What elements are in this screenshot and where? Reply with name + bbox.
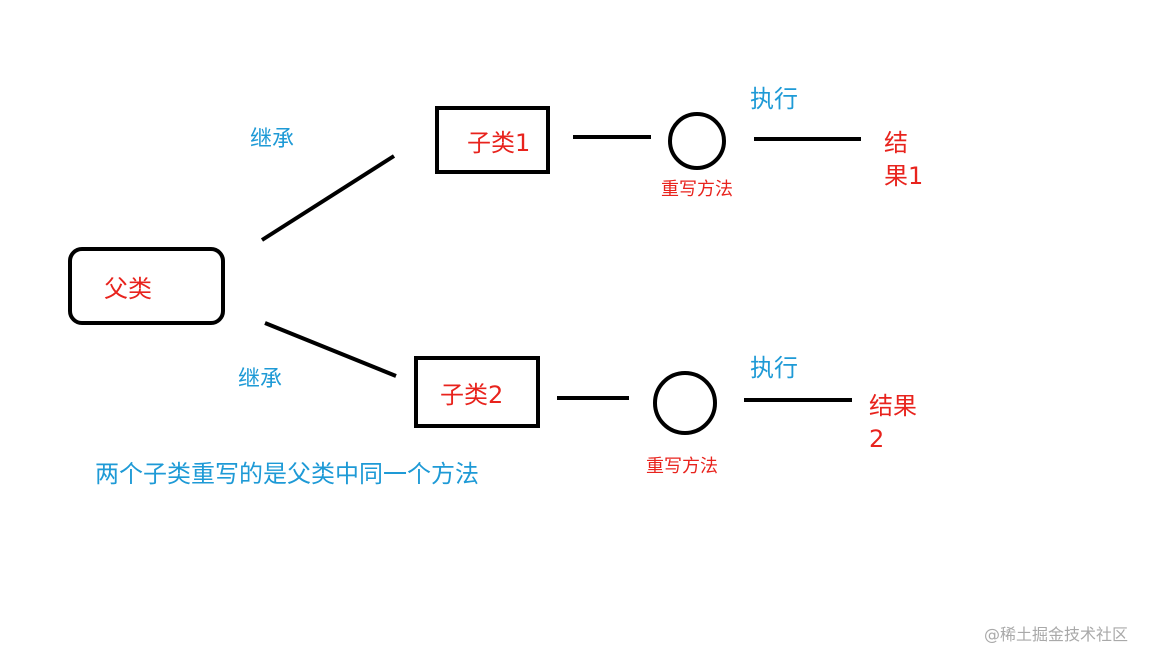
result-2-line-2: 2 bbox=[869, 425, 885, 453]
execute-label-bottom: 执行 bbox=[750, 354, 798, 382]
child-class-2-node: 子类2 bbox=[414, 356, 540, 428]
child-class-1-node: 子类1 bbox=[435, 106, 550, 174]
parent-class-label: 父类 bbox=[104, 274, 152, 303]
override-method-label-bottom: 重写方法 bbox=[646, 456, 718, 477]
method-node-bottom bbox=[653, 371, 717, 435]
execute-label-top: 执行 bbox=[750, 85, 798, 113]
inherit-label-bottom: 继承 bbox=[238, 367, 283, 392]
result-1-line-2: 果1 bbox=[884, 162, 924, 190]
override-method-label-top: 重写方法 bbox=[661, 179, 733, 200]
inherit-label-top: 继承 bbox=[250, 127, 295, 152]
diagram-note: 两个子类重写的是父类中同一个方法 bbox=[95, 460, 479, 488]
result-2-line-1: 结果 bbox=[869, 392, 917, 420]
watermark: @稀土掘金技术社区 bbox=[984, 625, 1129, 644]
inherit-edge-top bbox=[260, 154, 396, 242]
child-class-1-label: 子类1 bbox=[467, 128, 531, 157]
child-class-2-label: 子类2 bbox=[440, 380, 504, 409]
method-node-top bbox=[668, 112, 726, 170]
parent-class-node: 父类 bbox=[68, 247, 225, 325]
result-1-line-1: 结 bbox=[884, 129, 908, 157]
inherit-edge-bottom bbox=[264, 321, 397, 378]
